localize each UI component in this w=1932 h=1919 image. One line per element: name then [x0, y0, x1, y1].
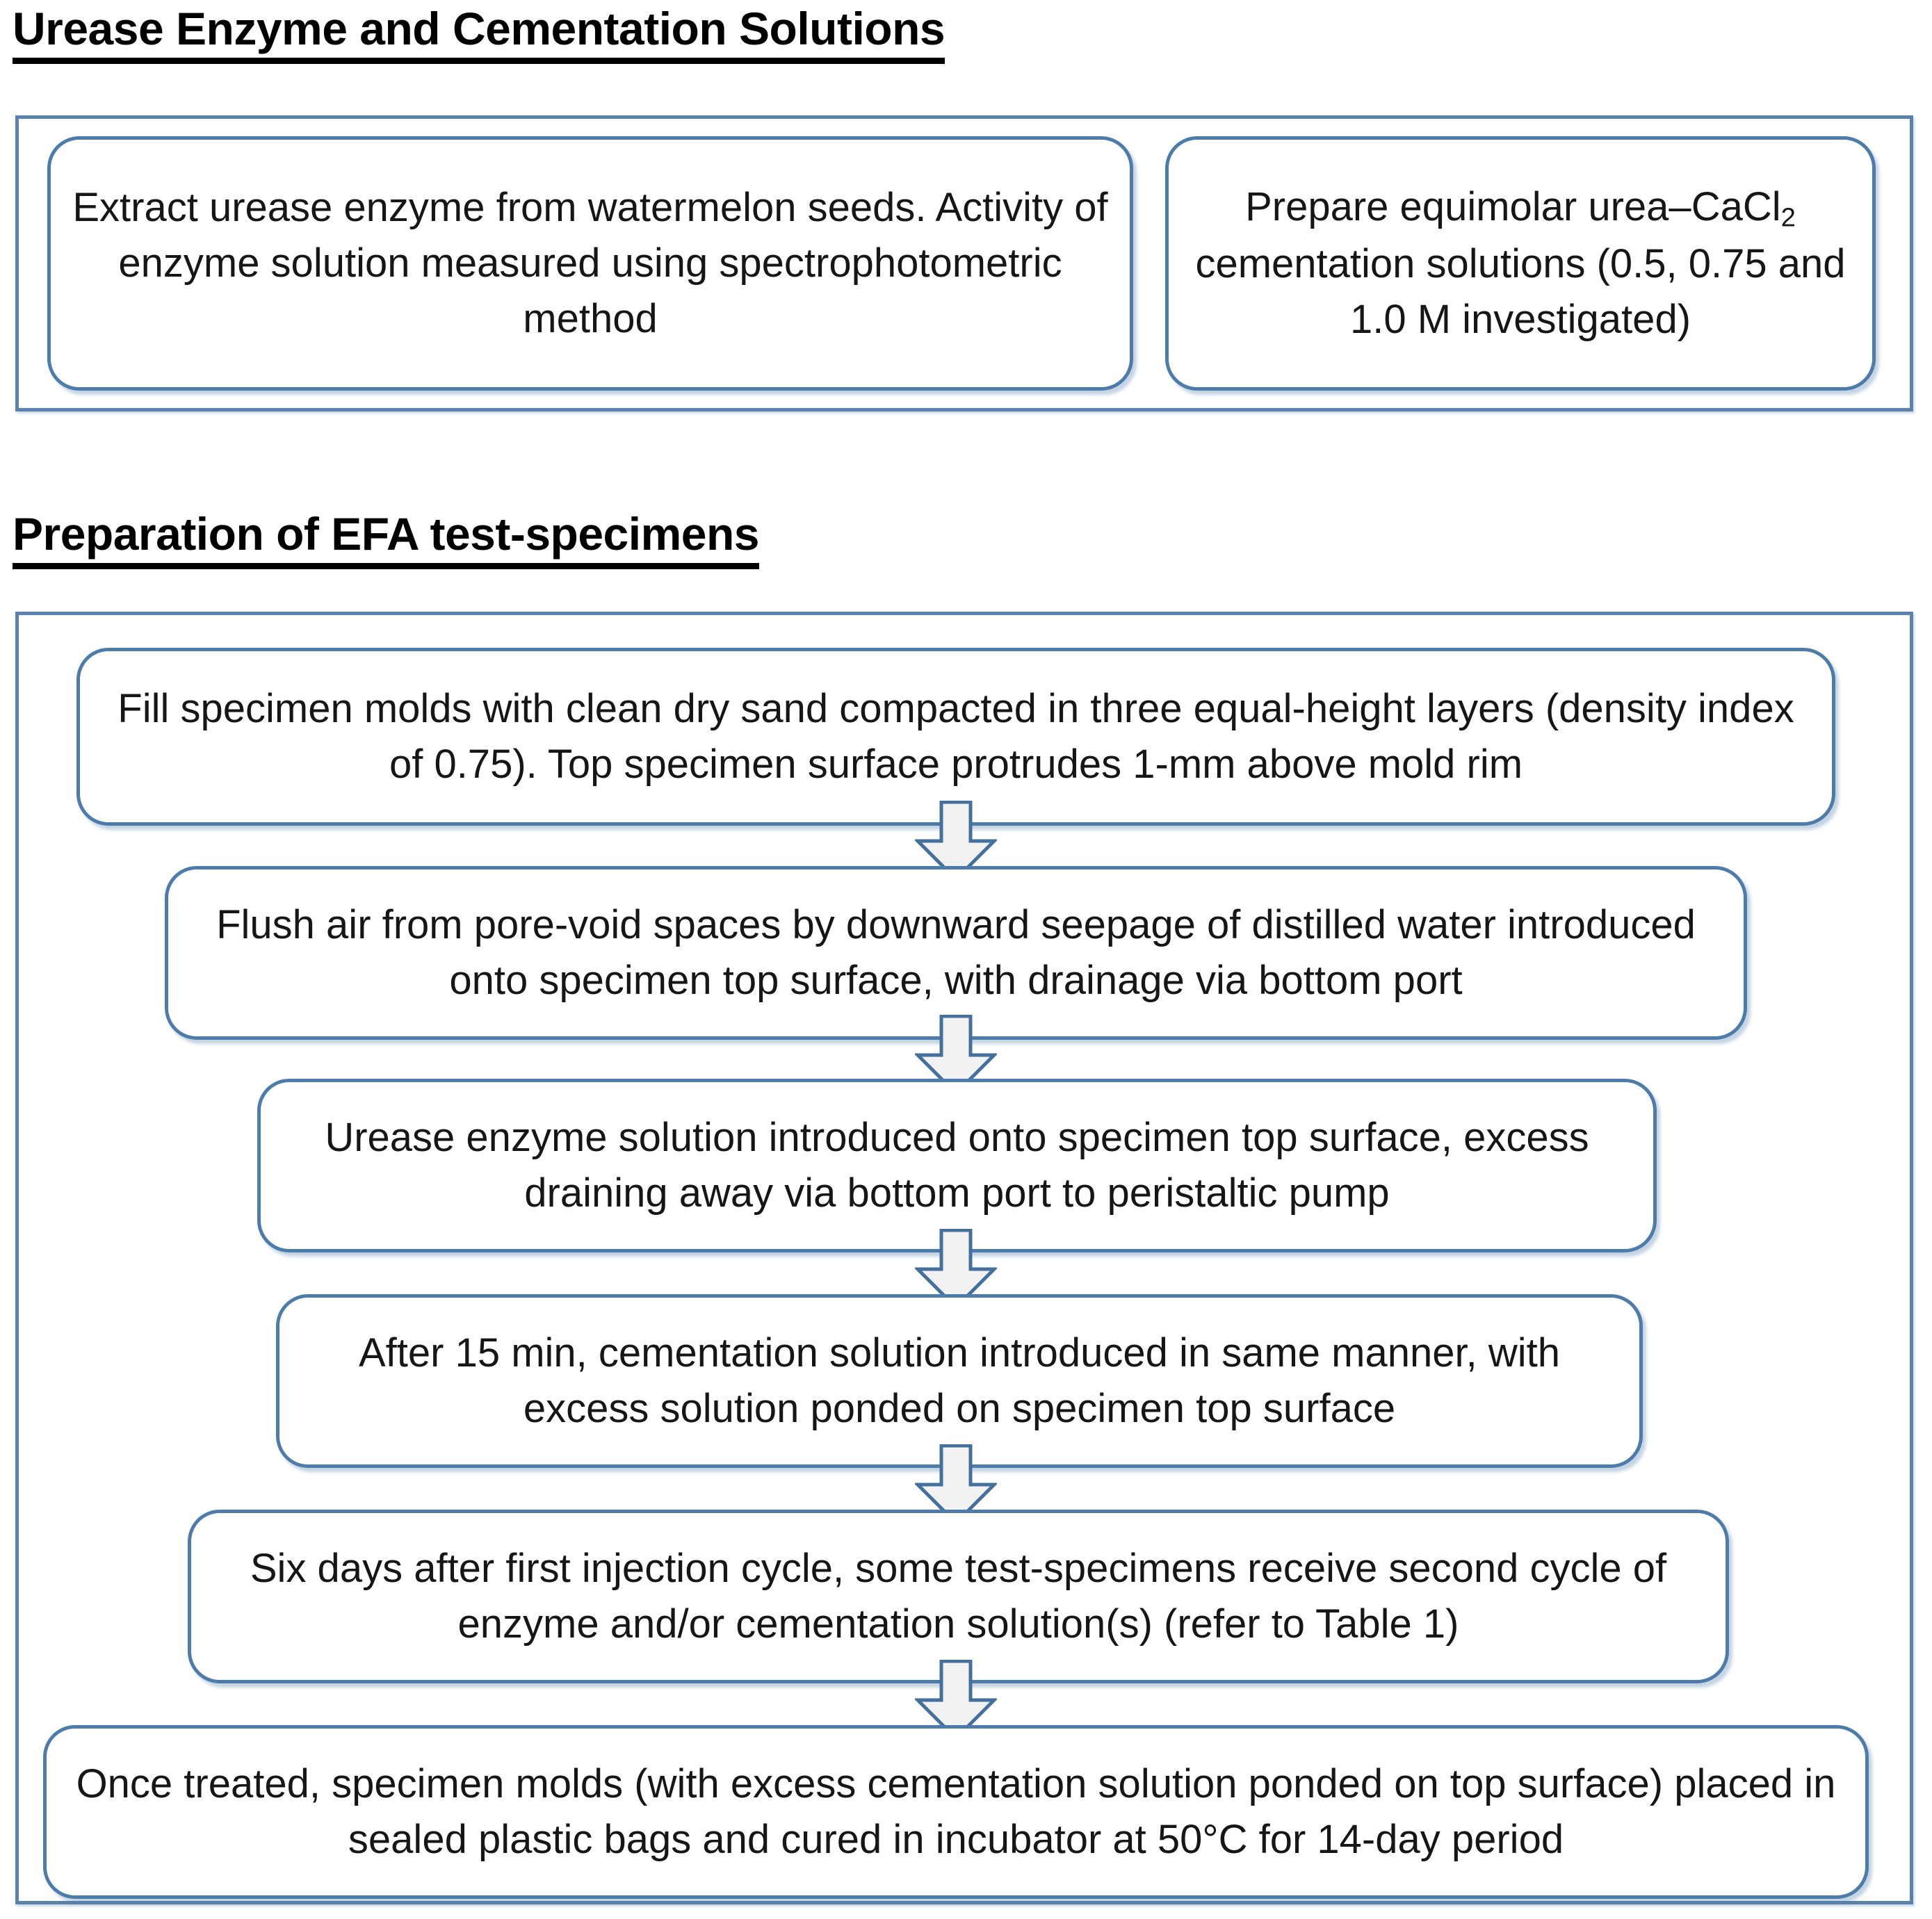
process-box-once-treated-curing: Once treated, specimen molds (with exces… — [43, 1725, 1869, 1899]
down-arrow-icon — [915, 801, 997, 881]
process-box-six-days-second-cycle-label: Six days after first injection cycle, so… — [250, 1545, 1667, 1647]
process-box-flush-air: Flush air from pore-void spaces by downw… — [165, 866, 1747, 1040]
prepare-text-part-2: cementation solutions (0.5, 0.75 and 1.0… — [1195, 241, 1846, 343]
down-arrow-icon — [915, 1015, 997, 1095]
process-box-six-days-second-cycle: Six days after first injection cycle, so… — [188, 1510, 1729, 1683]
process-box-after-15-min-label: After 15 min, cementation solution intro… — [358, 1330, 1561, 1431]
prepare-text-part-1: Prepare equimolar urea–CaCl — [1245, 183, 1781, 229]
process-box-fill-specimen-molds: Fill specimen molds with clean dry sand … — [76, 648, 1835, 826]
cacl2-subscript: 2 — [1780, 202, 1796, 233]
down-arrow-icon — [915, 1444, 997, 1525]
process-box-prepare-cementation-label: Prepare equimolar urea–CaCl2 cementation… — [1169, 179, 1872, 348]
process-box-fill-specimen-molds-label: Fill specimen molds with clean dry sand … — [117, 685, 1794, 787]
process-box-urease-enzyme-solution-label: Urease enzyme solution introduced onto s… — [325, 1114, 1589, 1216]
process-box-flush-air-label: Flush air from pore-void spaces by downw… — [216, 901, 1696, 1003]
section-heading-preparation-efa: Preparation of EFA test-specimens — [13, 511, 760, 569]
process-box-extract-urease-label: Extract urease enzyme from watermelon se… — [72, 184, 1108, 342]
process-box-prepare-cementation: Prepare equimolar urea–CaCl2 cementation… — [1165, 136, 1876, 391]
down-arrow-icon — [915, 1660, 997, 1740]
process-box-after-15-min: After 15 min, cementation solution intro… — [276, 1294, 1643, 1468]
down-arrow-icon — [915, 1229, 997, 1309]
section-heading-urease-enzyme: Urease Enzyme and Cementation Solutions — [13, 6, 945, 64]
process-box-urease-enzyme-solution: Urease enzyme solution introduced onto s… — [257, 1079, 1657, 1252]
process-box-once-treated-curing-label: Once treated, specimen molds (with exces… — [76, 1761, 1836, 1862]
process-box-extract-urease: Extract urease enzyme from watermelon se… — [47, 136, 1133, 391]
